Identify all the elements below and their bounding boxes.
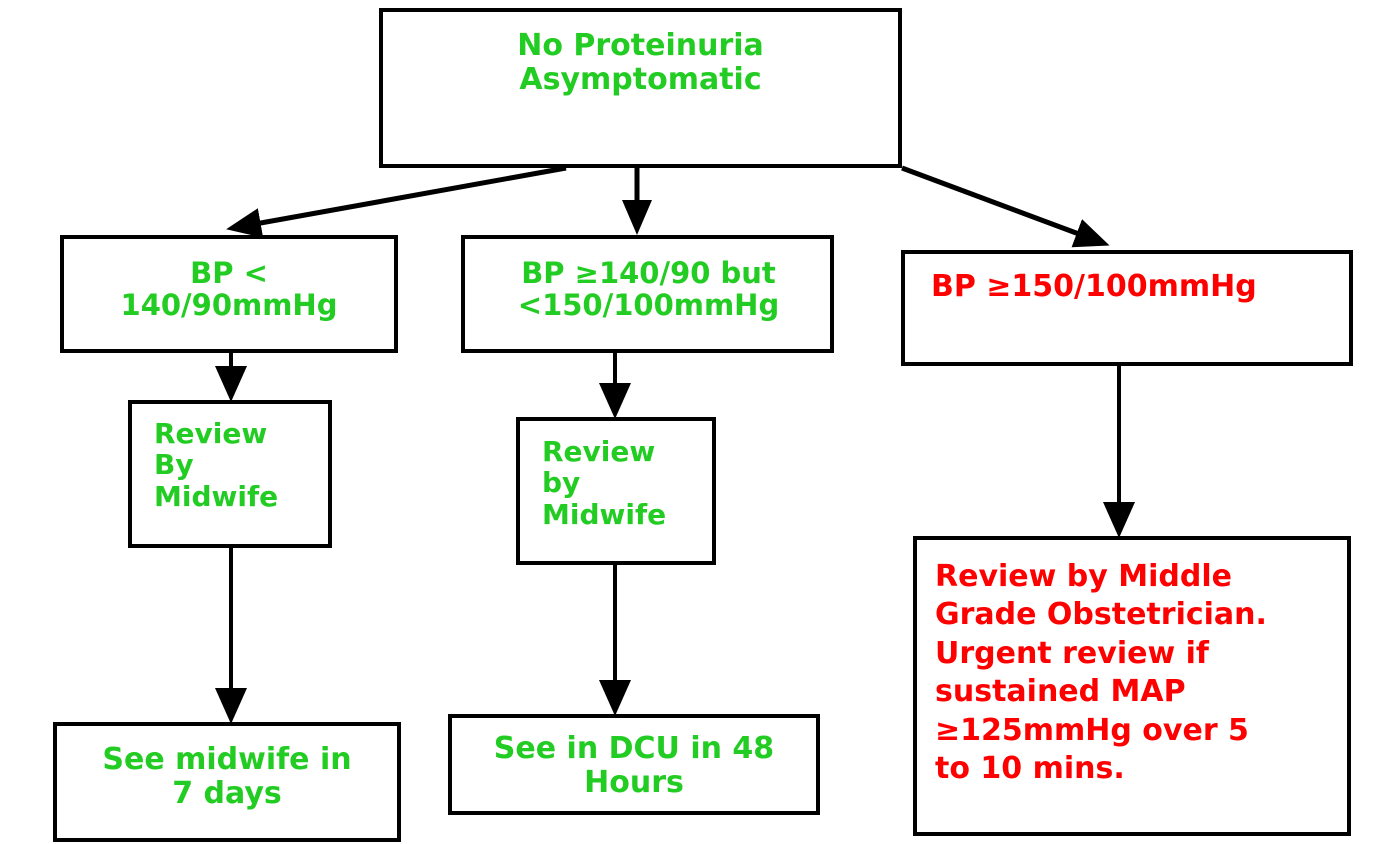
node-bp-less-than-140-90[interactable]: BP < 140/90mmHg xyxy=(60,235,398,353)
node-see-midwife-7-days[interactable]: See midwife in 7 days xyxy=(53,722,401,842)
node-see-in-dcu-48-hours[interactable]: See in DCU in 48 Hours xyxy=(448,714,820,815)
node-bp-140-90-to-150-100[interactable]: BP ≥140/90 but <150/100mmHg xyxy=(461,235,834,353)
node-review-by-midwife-left[interactable]: Review By Midwife xyxy=(128,400,332,548)
node-no-proteinuria-asymptomatic[interactable]: No Proteinuria Asymptomatic xyxy=(379,8,902,168)
edge-root-to-bp-high xyxy=(901,165,1110,248)
edge-root-to-bp-low xyxy=(226,165,567,238)
node-bp-150-100-or-greater[interactable]: BP ≥150/100mmHg xyxy=(901,250,1353,366)
node-review-middle-grade-obstetrician[interactable]: Review by Middle Grade Obstetrician. Urg… xyxy=(913,536,1351,836)
node-review-by-midwife-middle[interactable]: Review by Midwife xyxy=(516,417,716,565)
